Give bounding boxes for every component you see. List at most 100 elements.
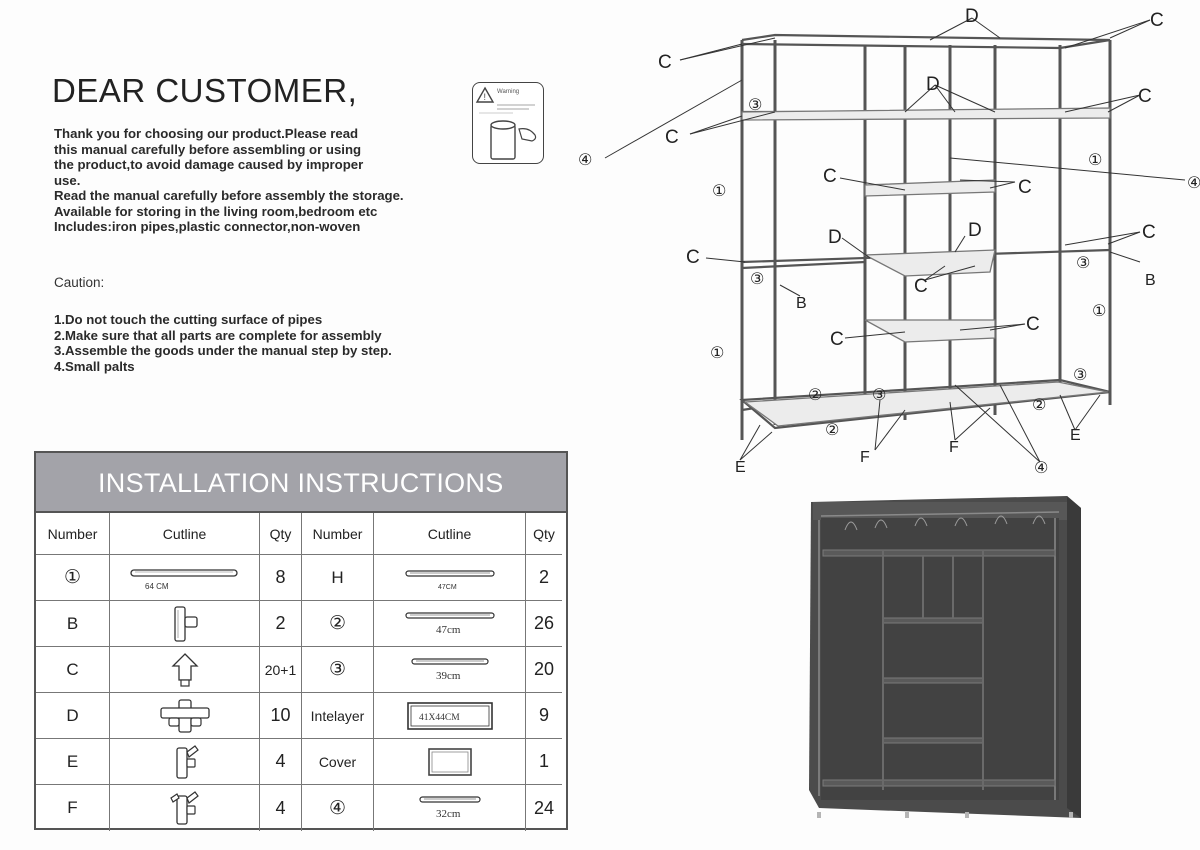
intro-line: the product,to avoid damage caused by im… [54, 157, 364, 172]
label-b: B [796, 295, 807, 312]
caution-item: 4.Small palts [54, 358, 135, 374]
label-4: ④ [1034, 460, 1048, 477]
label-3: ③ [748, 97, 762, 114]
part-qty: 4 [260, 785, 302, 831]
callout-lines [604, 17, 1186, 463]
pipe-icon: 47CM [404, 569, 495, 591]
label-2: ② [825, 422, 839, 439]
part-qty: 4 [260, 739, 302, 785]
label-c: C [823, 166, 837, 187]
pipe-length: 64 CM [145, 582, 169, 591]
header-number: Number [36, 513, 110, 555]
label-1: ① [1088, 152, 1102, 169]
label-1: ① [712, 183, 726, 200]
table-title: INSTALLATION INSTRUCTIONS [36, 453, 566, 513]
part-number: ④ [302, 785, 374, 831]
part-number: H [302, 555, 374, 601]
header-number: Number [302, 513, 374, 555]
connector-cutline [110, 785, 260, 831]
pipe-length: 47cm [436, 624, 461, 636]
part-number: D [36, 693, 110, 739]
label-1: ① [1092, 303, 1106, 320]
label-c: C [1142, 222, 1156, 243]
label-c: C [686, 247, 700, 268]
label-3: ③ [872, 387, 886, 404]
cover-icon [427, 747, 472, 776]
label-f: F [949, 439, 959, 456]
part-qty: 26 [526, 601, 562, 647]
intro-line: Thank you for choosing our product.Pleas… [54, 126, 359, 141]
part-number: Cover [302, 739, 374, 785]
label-3: ③ [1073, 367, 1087, 384]
part-qty: 20 [526, 647, 562, 693]
label-d: D [828, 227, 842, 248]
part-qty: 2 [260, 601, 302, 647]
caution-list: 1.Do not touch the cutting surface of pi… [54, 312, 392, 374]
part-number: F [36, 785, 110, 831]
label-e: E [1070, 427, 1081, 444]
part-qty: 20+1 [260, 647, 302, 693]
connector-cutline [110, 601, 260, 647]
part-number: C [36, 647, 110, 693]
pipe-icon: 47cm [404, 611, 495, 636]
connector-d-icon [159, 698, 210, 733]
frame-poles [740, 40, 1112, 440]
label-c: C [914, 276, 928, 297]
part-qty: 2 [526, 555, 562, 601]
parts-grid: Number Cutline Qty Number Cutline Qty ① … [36, 513, 566, 831]
pipe-length: 39cm [436, 670, 461, 682]
interlayer-size: 41X44CM [419, 713, 460, 723]
pipe-length: 47CM [438, 584, 457, 591]
label-c: C [1150, 10, 1164, 31]
diagram-labels: C D C D C C C C D D C C C B B C C E F F … [658, 6, 1164, 476]
header-cutline: Cutline [110, 513, 260, 555]
interlayer-box: 41X44CM [406, 701, 493, 730]
label-d: D [965, 6, 979, 27]
intro-line: Available for storing in the living room… [54, 203, 378, 219]
warning-label: ! Warning [472, 82, 544, 164]
part-qty: 8 [260, 555, 302, 601]
wardrobe-photo [809, 496, 1081, 818]
intro-line: Read the manual carefully before assembl… [54, 188, 404, 203]
label-3: ③ [1076, 255, 1090, 272]
warning-text: Warning [497, 89, 520, 95]
pipe-icon: 39cm [410, 657, 489, 682]
connector-cutline [110, 739, 260, 785]
pipe-length: 32cm [436, 808, 461, 820]
label-c: C [665, 127, 679, 148]
header-qty: Qty [526, 513, 562, 555]
connector-cutline [110, 693, 260, 739]
intro-line: this manual carefully before assembling … [54, 141, 362, 157]
connector-c-icon [170, 652, 199, 687]
connector-f-icon [169, 791, 199, 825]
interlayer-cutline: 41X44CM [374, 693, 526, 739]
label-2: ② [808, 387, 822, 404]
label-4: ④ [1187, 175, 1200, 192]
label-d: D [968, 220, 982, 241]
pipe-cutline: 47cm [374, 601, 526, 647]
intro-line: use. [54, 172, 81, 188]
label-4: ④ [578, 152, 592, 169]
caution-item: 1.Do not touch the cutting surface of pi… [54, 312, 323, 327]
part-qty: 9 [526, 693, 562, 739]
cover-cutline [374, 739, 526, 785]
diagram-circled-numbers: ③ ④ ④ ① ① ③ ③ ① ① ③ ② ③ ② ② ④ [578, 97, 1200, 477]
part-number: Intelayer [302, 693, 374, 739]
intro-paragraph: Thank you for choosing our product.Pleas… [54, 126, 524, 235]
caution-item: 3.Assemble the goods under the manual st… [54, 343, 392, 359]
label-d: D [926, 74, 940, 95]
pipe-icon: 64 CM [129, 568, 238, 591]
label-2: ② [1032, 397, 1046, 414]
caution-item: 2.Make sure that all parts are complete … [54, 327, 382, 343]
svg-text:!: ! [484, 92, 487, 102]
label-f: F [860, 449, 870, 466]
part-number: ② [302, 601, 374, 647]
label-c: C [1018, 177, 1032, 198]
header-qty: Qty [260, 513, 302, 555]
label-c: C [830, 329, 844, 350]
part-number: ① [36, 555, 110, 601]
label-b: B [1145, 272, 1156, 289]
pipe-cutline: 32cm [374, 785, 526, 831]
label-1: ① [710, 345, 724, 362]
connector-e-icon [175, 744, 199, 779]
